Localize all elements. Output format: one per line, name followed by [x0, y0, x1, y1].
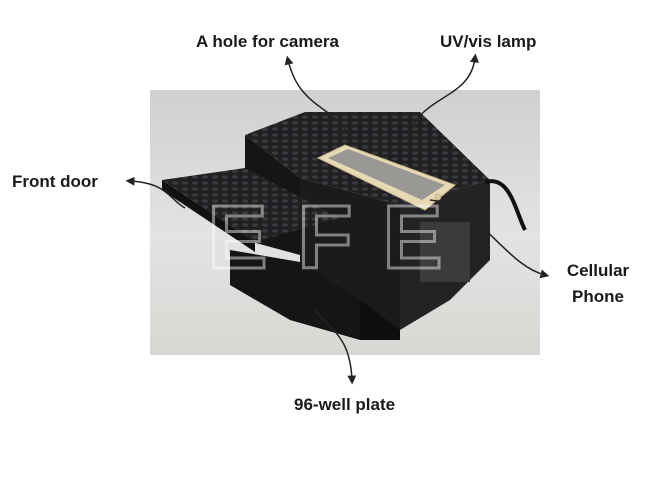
label-uv-vis-lamp: UV/vis lamp: [440, 32, 537, 51]
label-96-well-plate: 96-well plate: [294, 395, 396, 414]
plate-tray-side: [360, 300, 400, 340]
phone-home-button: [434, 193, 442, 201]
label-camera-hole: A hole for camera: [196, 32, 339, 51]
label-cellular-phone-line1: Cellular: [566, 261, 630, 280]
front-door: [162, 168, 340, 242]
box-side-window: [420, 222, 470, 282]
label-front-door: Front door: [12, 172, 98, 191]
front-door-edge: [162, 180, 255, 252]
label-cellular-phone-line2: Phone: [572, 287, 624, 306]
arrow-plate: [314, 309, 357, 385]
watermark: EFE: [207, 188, 472, 288]
phone-cable: [484, 179, 527, 231]
label-cellular-phone: Cellular Phone: [548, 258, 648, 310]
arrow-lamp: [409, 53, 479, 136]
arrow-phone: [429, 199, 550, 279]
arrow-camera: [284, 55, 351, 139]
arrow-door: [125, 176, 186, 209]
phone-screen: [328, 149, 445, 200]
plate-tray: [230, 250, 360, 340]
